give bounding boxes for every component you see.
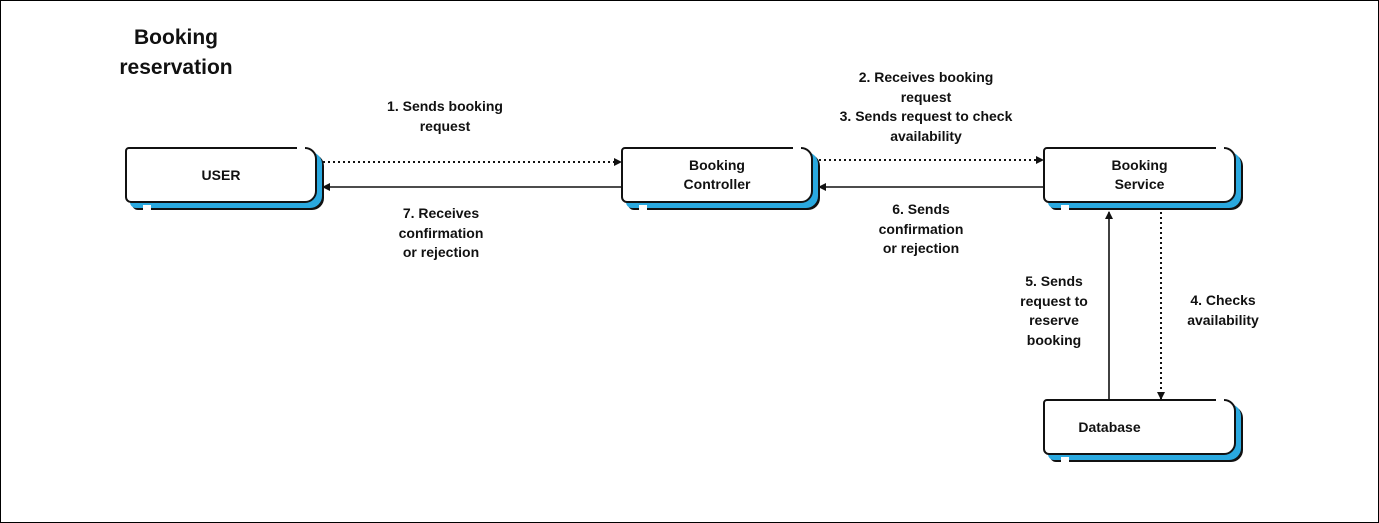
- booking-controller-node[interactable]: Booking Controller: [621, 146, 813, 210]
- booking-controller-label: Booking Controller: [683, 157, 751, 192]
- step-4-label: 4. Checks availability: [1187, 292, 1259, 328]
- step-6-label: 6. Sends confirmation or rejection: [878, 201, 964, 256]
- step-7-label: 7. Receives confirmation or rejection: [398, 205, 484, 260]
- database-label: Database: [1078, 418, 1141, 435]
- user-node-label: USER: [201, 166, 241, 183]
- step-5-label: 5. Sends request to reserve booking: [1020, 273, 1088, 348]
- database-node[interactable]: Database: [1043, 398, 1236, 462]
- user-node[interactable]: USER: [125, 146, 317, 210]
- booking-service-node[interactable]: Booking Service: [1043, 146, 1236, 210]
- step-1-label: 1. Sends booking request: [387, 98, 503, 134]
- booking-service-label: Booking Service: [1111, 157, 1168, 192]
- diagram-title: Booking reservation: [119, 26, 233, 79]
- step-2-3-label: 2. Receives booking request 3. Sends req…: [839, 69, 1013, 144]
